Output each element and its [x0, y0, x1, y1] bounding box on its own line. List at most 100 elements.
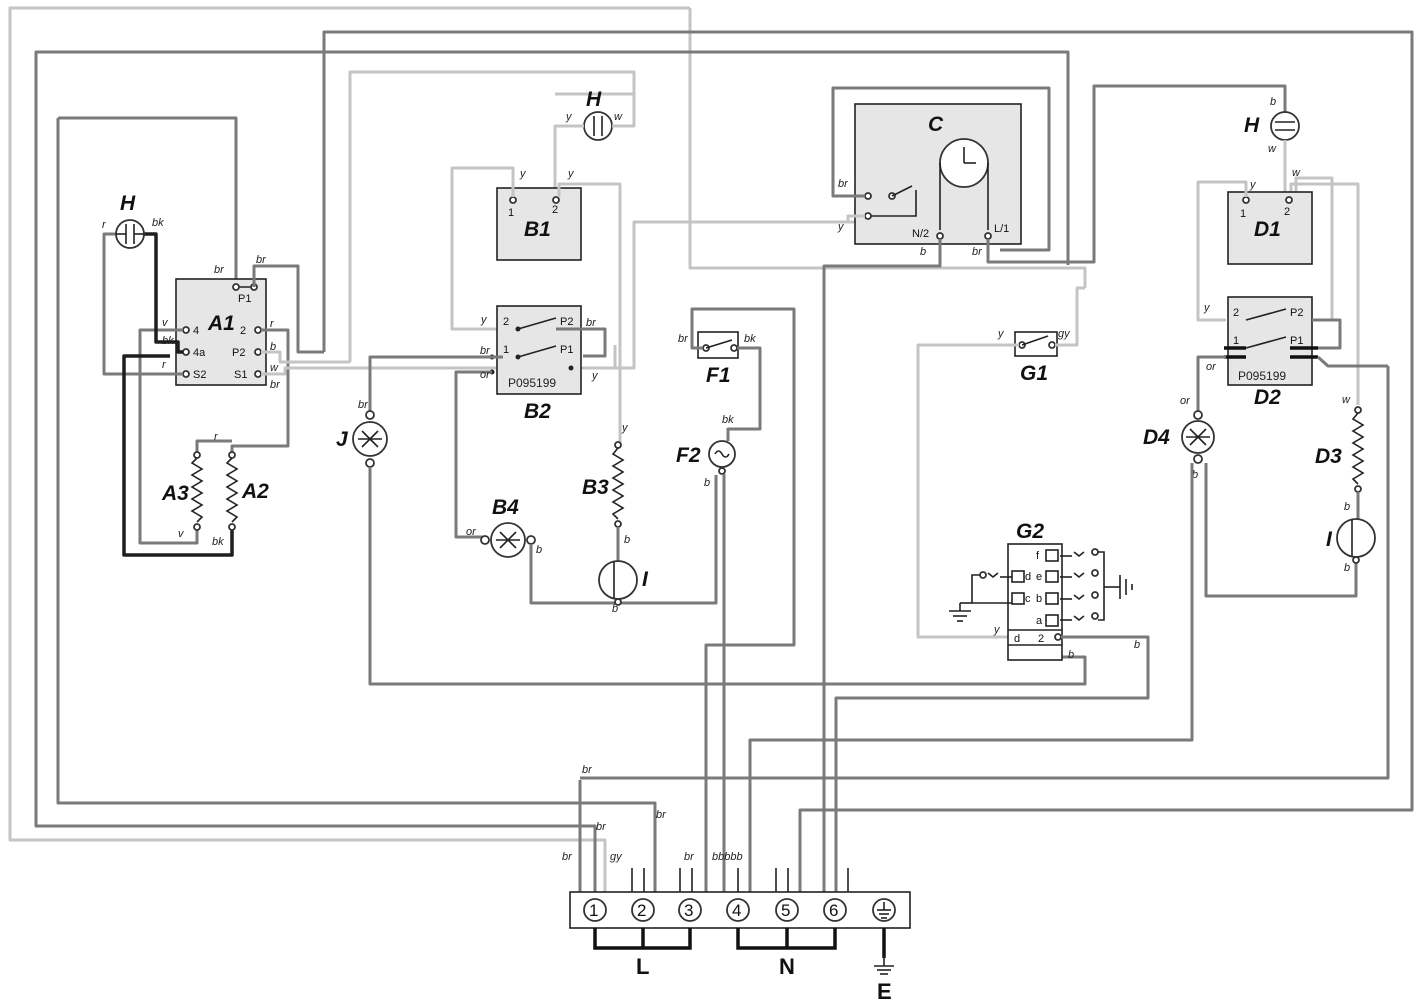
wire-color-br: br [214, 264, 225, 276]
d2-part-code: P095199 [1238, 369, 1286, 383]
wire-color-b: b [1270, 96, 1276, 108]
wire-color-w: w [1292, 167, 1301, 179]
wire-color-y: y [997, 328, 1005, 340]
switch-icon [960, 571, 1012, 604]
wire-color-br: br [678, 333, 689, 345]
d1-pin-1: 1 [1240, 208, 1246, 220]
wire-color-br: br [596, 821, 607, 833]
wire-color-r: r [214, 431, 219, 443]
earth-icon [949, 603, 971, 622]
c-pin-l1: L/1 [994, 223, 1009, 235]
d2-pin-2: 2 [1233, 307, 1239, 319]
wire-color-b: b [1344, 501, 1350, 513]
resistor-icon [190, 451, 204, 531]
wire-color-w: w [1342, 394, 1351, 406]
wire-color-w: w [1268, 143, 1277, 155]
switch-icon [517, 345, 557, 358]
b1-label: B1 [524, 218, 551, 241]
terminal-5: 5 [781, 901, 790, 920]
capacitor-icon [583, 111, 613, 141]
wire-color-br: br [656, 809, 667, 821]
g2-label: G2 [1016, 520, 1044, 543]
wire-color-w: w [270, 362, 279, 374]
wire-color-or: or [480, 369, 491, 381]
wire-color-bk: bk [212, 536, 224, 548]
wire-color-br: br [270, 379, 281, 391]
wire-color-bk: bk [744, 333, 756, 345]
wire-color-br: br [562, 851, 573, 863]
wire-color-b: b [612, 603, 618, 615]
wire-color-br: br [972, 246, 983, 258]
terminal-6: 6 [829, 901, 838, 920]
h-label-center: H [586, 88, 602, 111]
g2-pin-d-bottom: d [1014, 633, 1020, 645]
motor-icon [352, 410, 388, 468]
b1-pin-1: 1 [508, 207, 514, 219]
wire-color-y: y [480, 314, 488, 326]
g2-pin-e: e [1036, 571, 1042, 583]
component-g1: G1 [1014, 331, 1058, 385]
d3-label: D3 [1315, 445, 1342, 468]
component-f1: F1 [697, 331, 739, 387]
neutral-label: N [779, 954, 795, 979]
capacitor-icon [115, 219, 145, 249]
motor-icon [480, 522, 536, 558]
capacitor-icon [1270, 111, 1300, 141]
earth-icon [874, 956, 894, 975]
b1-box [496, 187, 582, 261]
b3-label: B3 [582, 476, 609, 499]
wire-color-br: br [582, 764, 593, 776]
b2-label: B2 [524, 400, 551, 423]
terminal-block: 1 2 3 4 5 6 [569, 891, 911, 929]
terminal-2: 2 [637, 901, 646, 920]
wire-color-y: y [837, 221, 845, 233]
wire-color-y: y [591, 370, 599, 382]
g2-pin-b: b [1036, 593, 1042, 605]
b2-part-code: P095199 [508, 376, 556, 390]
wire-color-br: br [256, 254, 267, 266]
timer-clock-icon [939, 138, 989, 230]
motor-icon [708, 440, 736, 475]
resistor-icon [1351, 406, 1365, 493]
d2-label: D2 [1254, 386, 1281, 409]
component-d2: 2 1 P2 P1 P095199 D2 [1224, 296, 1318, 409]
resistor-icon [611, 441, 625, 528]
i-label-center: I [642, 568, 649, 591]
d1-box [1227, 191, 1313, 265]
a1-pin-p2: P2 [232, 347, 245, 359]
wire-color-b: b [704, 477, 710, 489]
component-g2: G2 f e b a d c d 2 [949, 520, 1133, 661]
a1-pin-s1: S1 [234, 369, 247, 381]
wire-color-y: y [565, 111, 573, 123]
g2-pin-a: a [1036, 615, 1043, 627]
b1-pin-2: 2 [552, 204, 558, 216]
a1-pin-s2: S2 [193, 369, 206, 381]
b4-label: B4 [492, 496, 519, 519]
a1-pin-2: 2 [240, 325, 246, 337]
a1-wires [102, 232, 617, 557]
b2-pin-1: 1 [503, 344, 509, 356]
wire-color-b: b [1192, 469, 1198, 481]
a1-pin-4: 4 [193, 325, 199, 337]
wire-color-b: b [624, 534, 630, 546]
switch-icon [891, 185, 913, 197]
terminal-3: 3 [684, 901, 693, 920]
wire-color-y: y [519, 168, 527, 180]
d2-pin-p2: P2 [1290, 307, 1303, 319]
wire-color-or: or [1180, 395, 1191, 407]
c-box [854, 103, 1022, 245]
wire-color-r: r [102, 219, 107, 231]
wire-color-br: br [358, 399, 369, 411]
outer-wires [8, 6, 1414, 895]
wire-color-w: w [614, 111, 623, 123]
a1-label: A1 [207, 312, 235, 335]
wire-color-or: or [1206, 361, 1217, 373]
g2-pin-f: f [1036, 550, 1040, 562]
wire-color-y: y [621, 422, 629, 434]
lamp-icon [1336, 518, 1376, 564]
d4-label: D4 [1143, 426, 1170, 449]
wire-color-or: or [466, 526, 477, 538]
motor-icon [1181, 410, 1215, 464]
line-label: L [636, 954, 649, 979]
earth-label: E [877, 979, 892, 1004]
